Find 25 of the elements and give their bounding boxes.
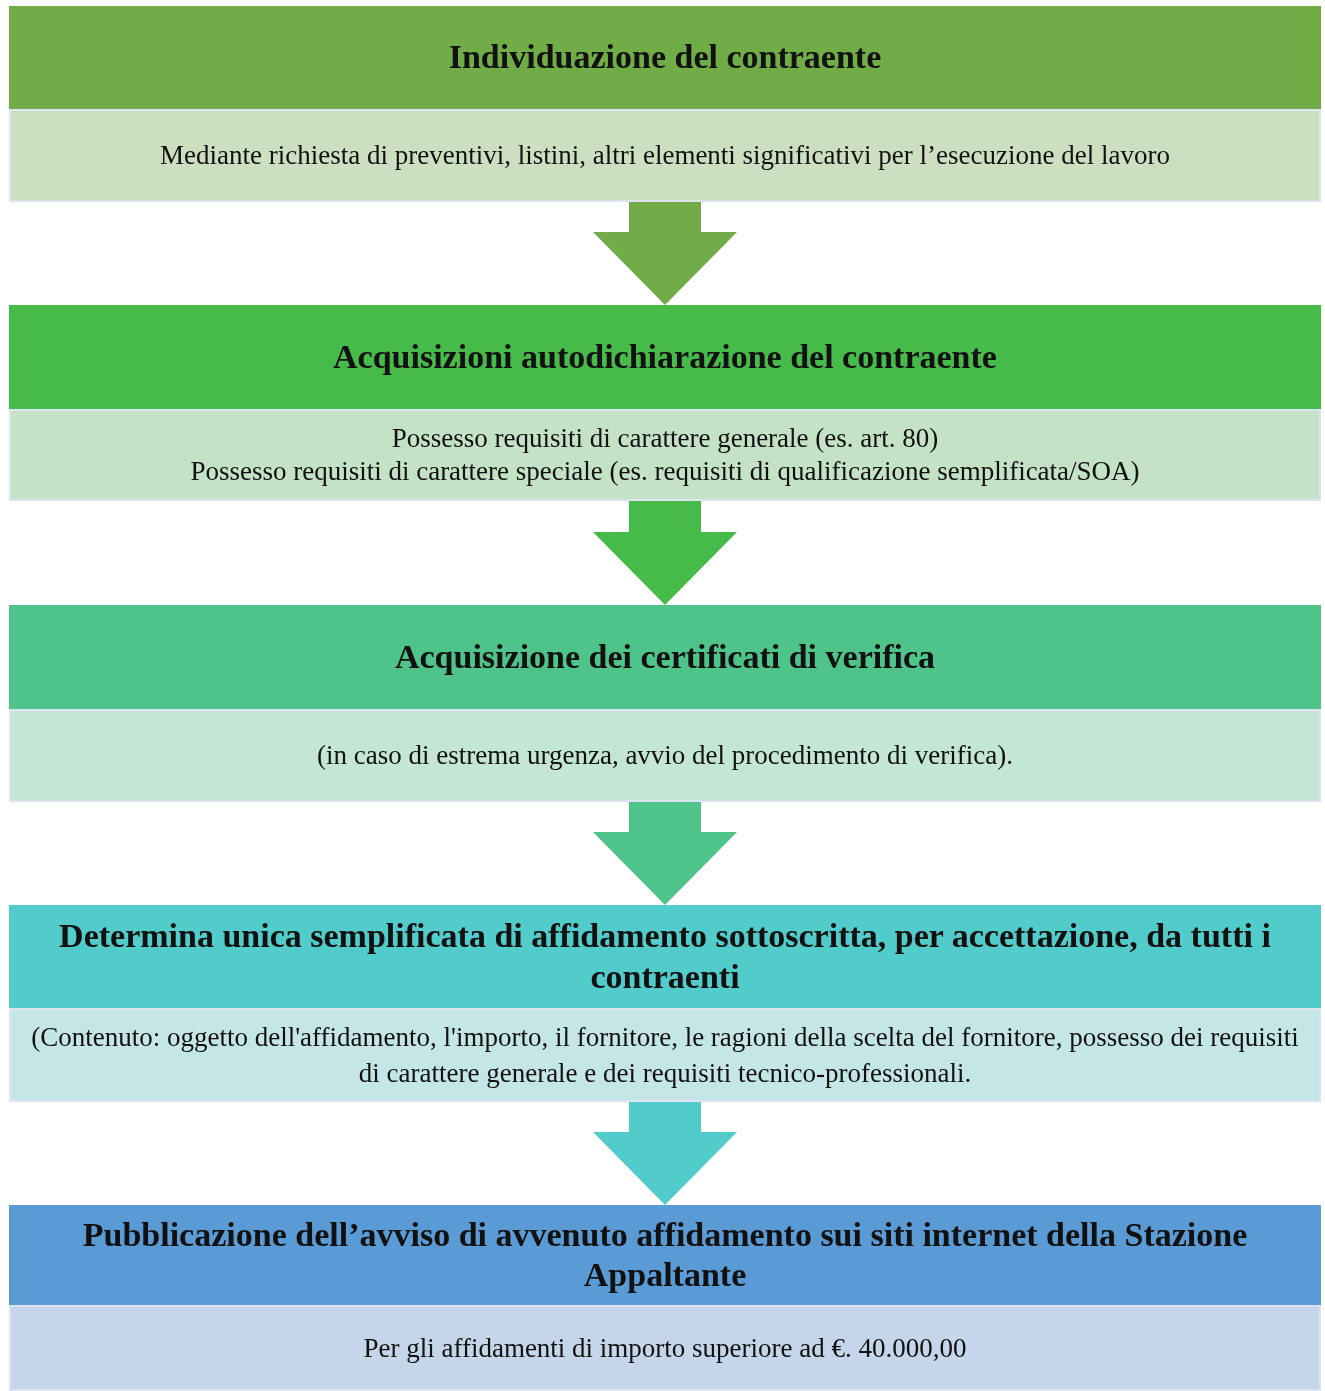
- block-arrow: [593, 802, 737, 905]
- step-description: [9, 709, 1321, 802]
- description-text: Possesso requisiti di carattere speciale (es. requisiti di qualificazione semplificata/SOA): [190, 455, 1140, 488]
- block-arrow: [593, 202, 737, 305]
- step-description: [9, 1305, 1321, 1391]
- step-title: Determina unica semplificata di affidamento sottoscritta, per accettazione, da tutti i contraenti: [58, 916, 1272, 997]
- block-arrow: [593, 501, 737, 605]
- description-text: (in caso di estrema urgenza, avvio del procedimento di verifica).: [317, 739, 1013, 773]
- description-text: Mediante richiesta di preventivi, listini, altri elementi significativi per l’esecuzione del lavoro: [160, 139, 1170, 173]
- step-title: Acquisizioni autodichiarazione del contraente: [333, 336, 997, 377]
- step-header: [9, 1205, 1321, 1305]
- block-arrow: [593, 1102, 737, 1205]
- step-title: Pubblicazione dell’avviso di avvenuto affidamento sui siti internet della Stazione Appaltante: [81, 1214, 1249, 1295]
- description-text: Per gli affidamenti di importo superiore ad €. 40.000,00: [363, 1331, 967, 1365]
- step-description: [9, 409, 1321, 501]
- step-title: Acquisizione dei certificati di verifica: [394, 636, 936, 677]
- description-text: Possesso requisiti di carattere generale (es. art. 80): [391, 422, 939, 455]
- description-text: (Contenuto: oggetto dell'affidamento, l'importo, il fornitore, le ragioni della scelta del fornitore, possesso dei requisiti di carattere generale e dei requisiti tecnico-professionali.: [30, 1020, 1300, 1090]
- step-title: Individuazione del contraente: [448, 37, 882, 78]
- step-header: [9, 605, 1321, 709]
- step-header: [9, 905, 1321, 1008]
- step-description: [9, 109, 1321, 202]
- step-header: [9, 305, 1321, 409]
- step-description: [9, 1008, 1321, 1102]
- step-header: [9, 6, 1321, 109]
